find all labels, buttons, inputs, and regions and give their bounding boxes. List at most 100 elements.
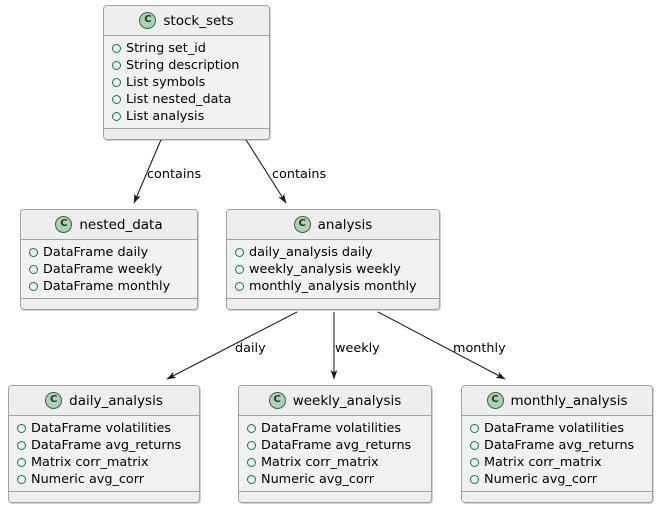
- attribute-label: Matrix corr_matrix: [31, 455, 149, 470]
- attribute-label: DataFrame monthly: [43, 279, 171, 294]
- attribute-row: List nested_data: [104, 91, 269, 108]
- attribute-label: DataFrame volatilities: [261, 421, 402, 436]
- attribute-visibility-icon: [29, 282, 38, 291]
- attribute-label: daily_analysis daily: [249, 245, 373, 260]
- attribute-label: String set_id: [126, 41, 206, 56]
- class-header-stock_sets: C stock_sets: [104, 6, 269, 36]
- attribute-row: Numeric avg_corr: [462, 471, 652, 488]
- attribute-row: String set_id: [104, 40, 269, 57]
- attribute-row: Matrix corr_matrix: [9, 454, 199, 471]
- edge-label-monthly: monthly: [453, 341, 506, 356]
- class-c-icon: C: [55, 216, 73, 233]
- attribute-visibility-icon: [247, 424, 256, 433]
- attribute-row: DataFrame volatilities: [9, 420, 199, 437]
- attribute-visibility-icon: [17, 441, 26, 450]
- attribute-visibility-icon: [112, 61, 121, 70]
- attribute-row: DataFrame volatilities: [239, 420, 431, 437]
- attribute-label: DataFrame avg_returns: [261, 438, 412, 453]
- attribute-label: List analysis: [126, 109, 205, 124]
- class-box-weekly_analysis[interactable]: C weekly_analysis DataFrame volatilities…: [238, 385, 432, 503]
- attribute-label: DataFrame weekly: [43, 262, 163, 277]
- class-title: weekly_analysis: [292, 392, 402, 409]
- attribute-label: DataFrame daily: [43, 245, 149, 260]
- class-methods-compartment: [462, 491, 652, 502]
- class-title: nested_data: [79, 216, 163, 233]
- attribute-visibility-icon: [470, 424, 479, 433]
- attribute-row: DataFrame avg_returns: [239, 437, 431, 454]
- class-c-icon: C: [486, 392, 504, 409]
- class-methods-compartment: [239, 491, 431, 502]
- attribute-visibility-icon: [112, 112, 121, 121]
- attribute-visibility-icon: [470, 475, 479, 484]
- class-methods-compartment: [227, 298, 439, 309]
- class-header-weekly_analysis: C weekly_analysis: [239, 386, 431, 416]
- attribute-visibility-icon: [235, 282, 244, 291]
- attribute-visibility-icon: [247, 441, 256, 450]
- attribute-row: DataFrame daily: [21, 244, 197, 261]
- attribute-visibility-icon: [235, 248, 244, 257]
- class-title: stock_sets: [163, 12, 234, 29]
- class-attributes-daily_analysis: DataFrame volatilities DataFrame avg_ret…: [9, 416, 199, 491]
- class-attributes-monthly_analysis: DataFrame volatilities DataFrame avg_ret…: [462, 416, 652, 491]
- attribute-row: DataFrame avg_returns: [9, 437, 199, 454]
- attribute-row: weekly_analysis weekly: [227, 261, 439, 278]
- attribute-row: monthly_analysis monthly: [227, 278, 439, 295]
- attribute-visibility-icon: [470, 458, 479, 467]
- class-c-icon: C: [293, 216, 311, 233]
- attribute-label: Numeric avg_corr: [261, 472, 375, 487]
- attribute-label: Numeric avg_corr: [31, 472, 145, 487]
- attribute-row: List symbols: [104, 74, 269, 91]
- class-methods-compartment: [9, 491, 199, 502]
- class-header-daily_analysis: C daily_analysis: [9, 386, 199, 416]
- attribute-row: String description: [104, 57, 269, 74]
- attribute-row: DataFrame volatilities: [462, 420, 652, 437]
- class-title: monthly_analysis: [510, 392, 628, 409]
- attribute-row: Numeric avg_corr: [9, 471, 199, 488]
- class-box-stock_sets[interactable]: C stock_sets String set_id String descri…: [103, 5, 270, 140]
- attribute-label: DataFrame avg_returns: [31, 438, 182, 453]
- attribute-row: daily_analysis daily: [227, 244, 439, 261]
- edge-label-daily: daily: [235, 341, 266, 356]
- attribute-row: List analysis: [104, 108, 269, 125]
- class-title: daily_analysis: [69, 392, 163, 409]
- edge-label-weekly: weekly: [335, 341, 380, 356]
- attribute-label: Matrix corr_matrix: [261, 455, 379, 470]
- attribute-row: DataFrame monthly: [21, 278, 197, 295]
- class-header-analysis: C analysis: [227, 210, 439, 240]
- attribute-label: weekly_analysis weekly: [249, 262, 401, 277]
- class-attributes-stock_sets: String set_id String description List sy…: [104, 36, 269, 128]
- class-attributes-analysis: daily_analysis daily weekly_analysis wee…: [227, 240, 439, 298]
- attribute-label: DataFrame volatilities: [31, 421, 172, 436]
- class-c-icon: C: [268, 392, 286, 409]
- attribute-row: DataFrame weekly: [21, 261, 197, 278]
- class-box-daily_analysis[interactable]: C daily_analysis DataFrame volatilities …: [8, 385, 200, 503]
- class-title: analysis: [317, 216, 373, 233]
- edge-label-contains-nested_data: contains: [147, 167, 202, 182]
- class-methods-compartment: [104, 128, 269, 139]
- class-box-nested_data[interactable]: C nested_data DataFrame daily DataFrame …: [20, 209, 198, 310]
- class-box-monthly_analysis[interactable]: C monthly_analysis DataFrame volatilitie…: [461, 385, 653, 503]
- attribute-label: DataFrame volatilities: [484, 421, 625, 436]
- attribute-label: DataFrame avg_returns: [484, 438, 635, 453]
- attribute-label: List nested_data: [126, 92, 232, 107]
- attribute-visibility-icon: [470, 441, 479, 450]
- attribute-visibility-icon: [17, 424, 26, 433]
- attribute-row: Matrix corr_matrix: [462, 454, 652, 471]
- edge-analysis-daily_analysis: [166, 311, 298, 380]
- attribute-visibility-icon: [17, 475, 26, 484]
- attribute-label: List symbols: [126, 75, 206, 90]
- class-c-icon: C: [45, 392, 63, 409]
- attribute-row: DataFrame avg_returns: [462, 437, 652, 454]
- attribute-visibility-icon: [112, 78, 121, 87]
- class-methods-compartment: [21, 298, 197, 309]
- attribute-visibility-icon: [17, 458, 26, 467]
- attribute-label: String description: [126, 58, 240, 73]
- attribute-label: Numeric avg_corr: [484, 472, 598, 487]
- attribute-label: Matrix corr_matrix: [484, 455, 602, 470]
- class-box-analysis[interactable]: C analysis daily_analysis daily weekly_a…: [226, 209, 440, 310]
- attribute-visibility-icon: [29, 265, 38, 274]
- class-header-monthly_analysis: C monthly_analysis: [462, 386, 652, 416]
- class-attributes-weekly_analysis: DataFrame volatilities DataFrame avg_ret…: [239, 416, 431, 491]
- attribute-label: monthly_analysis monthly: [249, 279, 417, 294]
